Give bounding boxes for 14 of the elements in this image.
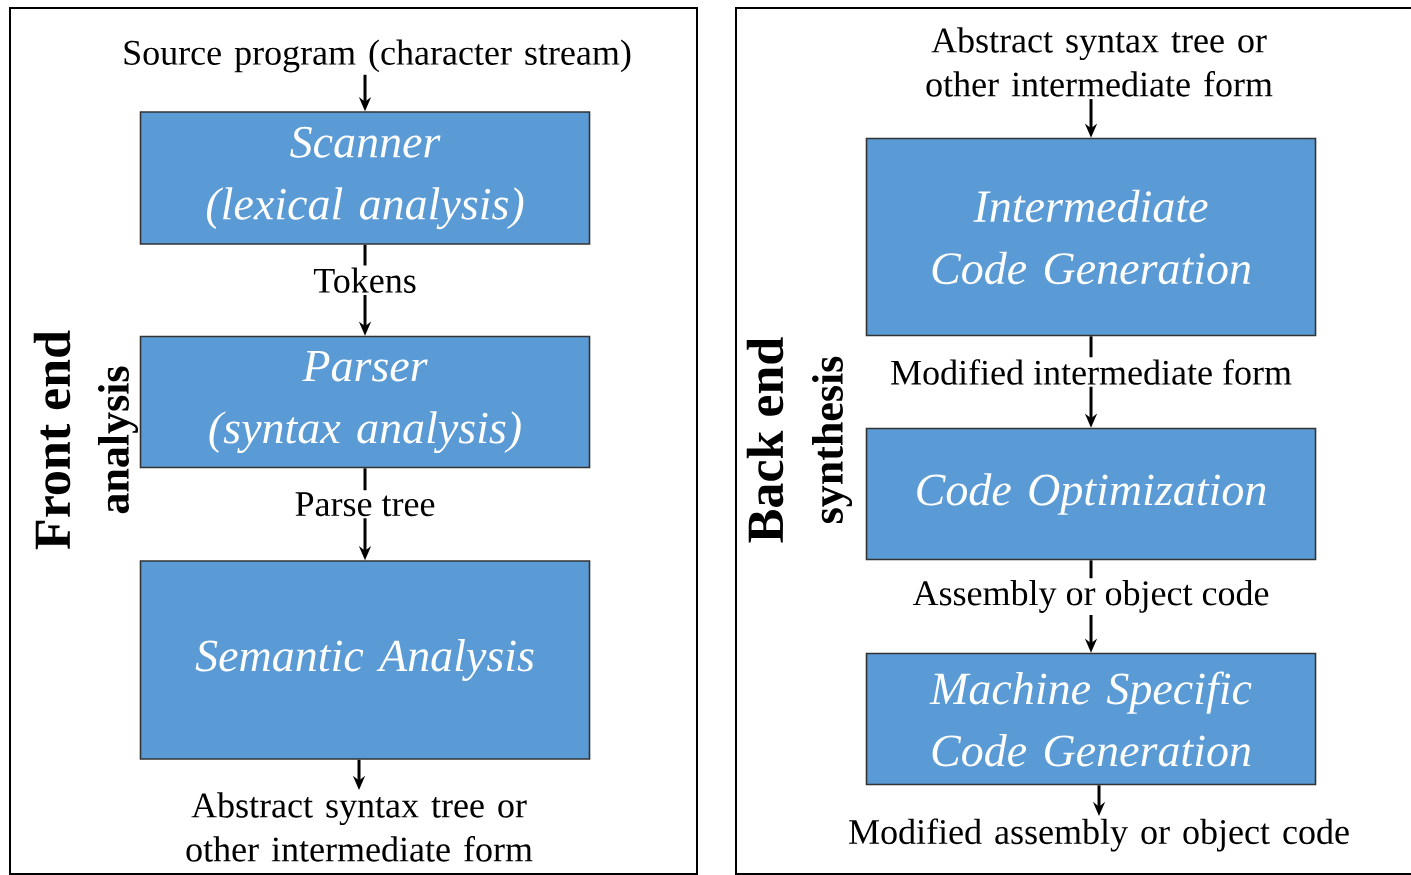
edge-label: Parse tree — [292, 490, 438, 519]
edge-label: Tokens — [311, 265, 419, 295]
process-box: Scanner (lexical analysis) — [139, 111, 591, 245]
flow-text: Abstract syntax tree or other intermediate form — [926, 27, 1273, 97]
flow-text: Abstract syntax tree or other intermediate form — [186, 792, 533, 862]
process-box: Parser (syntax analysis) — [139, 335, 591, 469]
flow-text: Modified assembly or object code — [849, 818, 1349, 852]
process-box: Intermediate Code Generation — [865, 137, 1317, 337]
flow-text: Source program (character stream) — [124, 39, 631, 73]
edge-label: Assembly or object code — [910, 578, 1272, 615]
edge-label: Modified intermediate form — [888, 357, 1294, 387]
process-box: Machine Specific Code Generation — [865, 652, 1317, 786]
process-box: Code Optimization — [865, 427, 1317, 561]
process-box: Semantic Analysis — [139, 560, 591, 760]
